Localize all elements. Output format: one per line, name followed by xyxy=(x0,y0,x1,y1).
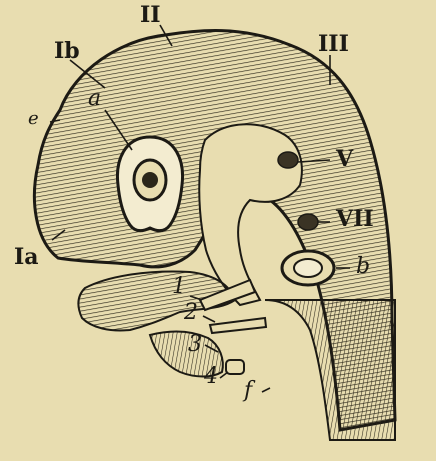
label-3: 3 xyxy=(188,334,202,356)
lower-body xyxy=(265,300,395,440)
label-II: II xyxy=(140,4,161,26)
label-2: 2 xyxy=(184,302,198,324)
label-VII: VII xyxy=(336,208,374,230)
eye-pupil xyxy=(142,172,158,188)
ganglion-v xyxy=(278,152,298,168)
ganglion-vii xyxy=(298,214,318,230)
label-a: a xyxy=(88,88,101,110)
label-4: 4 xyxy=(204,366,218,388)
ear-vesicle-inner xyxy=(294,259,322,277)
label-I-a: Ia xyxy=(14,246,39,268)
label-I-b: Ib xyxy=(54,40,80,62)
label-V: V xyxy=(336,148,353,170)
label-f: f xyxy=(244,380,252,402)
label-e: e xyxy=(28,110,39,128)
cleft-2 xyxy=(210,318,266,333)
label-b: b xyxy=(356,256,370,278)
label-1: 1 xyxy=(172,276,186,298)
cleft-4 xyxy=(226,360,244,374)
label-III: III xyxy=(318,33,349,55)
